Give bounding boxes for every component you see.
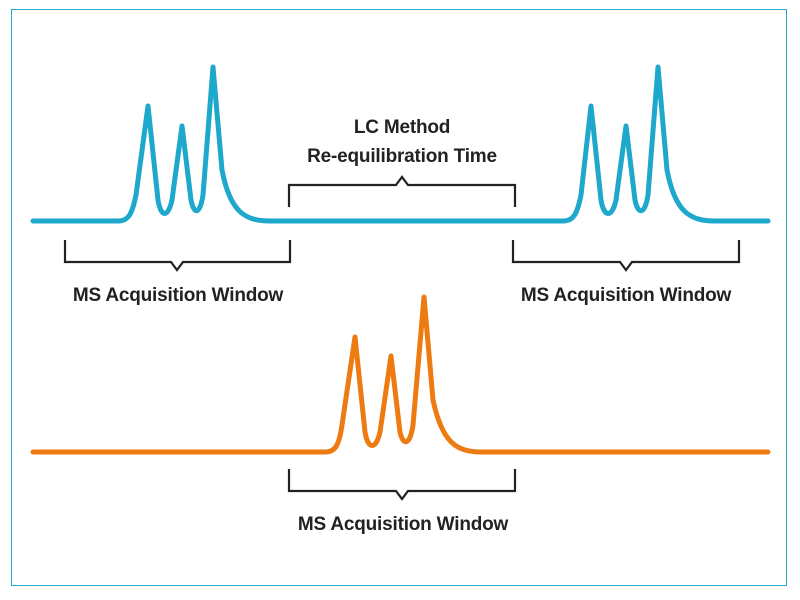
bracket-ms-window-bottom — [287, 469, 517, 501]
lc-reequilibration-label: LC Method Re-equilibration Time — [290, 113, 514, 171]
ms-acquisition-window-label-bottom: MS Acquisition Window — [297, 514, 509, 535]
bottom-chromatogram-trace — [30, 294, 771, 455]
ms-acquisition-window-label-right: MS Acquisition Window — [520, 285, 732, 306]
bracket-lc-reequilibration — [287, 175, 517, 207]
bracket-ms-window-right — [511, 240, 741, 272]
lc-label-line1: LC Method — [353, 117, 451, 138]
top-chromatogram-trace — [30, 64, 771, 224]
ms-acquisition-window-label-left: MS Acquisition Window — [72, 285, 284, 306]
lc-label-line2: Re-equilibration Time — [307, 146, 497, 167]
bracket-ms-window-left — [63, 240, 292, 272]
diagram-frame — [11, 9, 787, 586]
